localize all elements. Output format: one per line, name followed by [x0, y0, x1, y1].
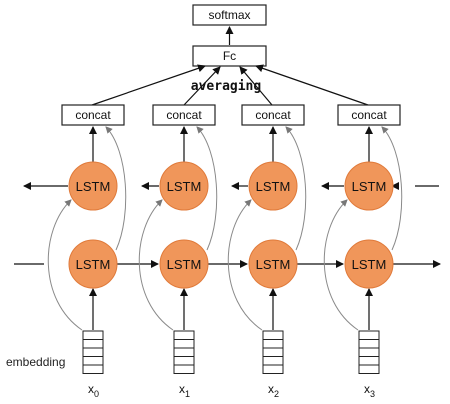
token-base: x	[364, 382, 370, 396]
embed1-to-backward-curve	[138, 199, 174, 331]
concat-node-1: concat	[152, 104, 216, 126]
token-subscript: 1	[185, 389, 190, 399]
embedding-cell	[358, 330, 380, 340]
lstm-bottom0-to-concat-curve	[105, 126, 127, 251]
embedding-cell	[262, 364, 284, 374]
concat1-to-fc-arrow	[183, 66, 221, 106]
lstm-forward-1: LSTM	[159, 239, 209, 289]
lstm-circle	[248, 161, 298, 211]
token-subscript: 3	[370, 389, 375, 399]
concat-label: concat	[166, 108, 202, 122]
embedding-cell	[173, 356, 195, 366]
lstm-label: LSTM	[76, 257, 111, 272]
input-token-0: x0	[88, 382, 99, 399]
fc-label: Fc	[223, 49, 236, 63]
embedding-label: embedding	[6, 355, 65, 369]
embedding-cell	[82, 330, 104, 340]
token-subscript: 0	[94, 389, 99, 399]
concat-box	[241, 104, 305, 126]
input-token-3: x3	[364, 382, 375, 399]
concat-node-0: concat	[61, 104, 125, 126]
softmax-box	[192, 4, 267, 26]
lstm-backward-2: LSTM	[248, 161, 298, 211]
lstm-backward-0: LSTM	[68, 161, 118, 211]
lstm-circle	[344, 161, 394, 211]
lstm-circle	[344, 239, 394, 289]
token-subscript: 2	[274, 389, 279, 399]
lstm-label: LSTM	[76, 179, 111, 194]
embed0-to-backward-curve	[47, 199, 83, 331]
concat-box	[337, 104, 401, 126]
averaging-label: averaging	[191, 79, 261, 94]
token-base: x	[179, 382, 185, 396]
embedding-cell	[262, 330, 284, 340]
fc-box	[192, 45, 267, 67]
concat-box	[152, 104, 216, 126]
concat3-to-fc-arrow	[255, 64, 369, 106]
embedding-cell	[173, 364, 195, 374]
lstm-label: LSTM	[256, 179, 291, 194]
lstm-backward-1: LSTM	[159, 161, 209, 211]
lstm-circle	[248, 239, 298, 289]
embedding-cell	[82, 364, 104, 374]
lstm-bottom2-to-concat-curve	[285, 126, 307, 251]
lstm-bottom3-to-concat-curve	[381, 126, 403, 251]
embedding-cell	[358, 347, 380, 357]
concat-node-2: concat	[241, 104, 305, 126]
concat-label: concat	[351, 108, 387, 122]
lstm-circle	[159, 239, 209, 289]
embedding-cell	[358, 356, 380, 366]
input-token-1: x1	[179, 382, 190, 399]
concat-box	[61, 104, 125, 126]
embedding-stack-0	[82, 330, 104, 374]
concat-node-3: concat	[337, 104, 401, 126]
token-base: x	[88, 382, 94, 396]
lstm-circle	[68, 161, 118, 211]
embedding-cell	[358, 339, 380, 349]
embedding-stack-3	[358, 330, 380, 374]
lstm-forward-3: LSTM	[344, 239, 394, 289]
lstm-label: LSTM	[352, 179, 387, 194]
embedding-cell	[173, 330, 195, 340]
embedding-cell	[173, 339, 195, 349]
token-base: x	[268, 382, 274, 396]
lstm-forward-2: LSTM	[248, 239, 298, 289]
lstm-label: LSTM	[352, 257, 387, 272]
embedding-cell	[82, 347, 104, 357]
embed2-to-backward-curve	[227, 199, 263, 331]
concat0-to-fc-arrow	[91, 64, 206, 106]
embedding-cell	[82, 339, 104, 349]
lstm-backward-3: LSTM	[344, 161, 394, 211]
lstm-forward-0: LSTM	[68, 239, 118, 289]
lstm-circle	[159, 161, 209, 211]
embedding-cell	[262, 356, 284, 366]
embedding-cell	[262, 339, 284, 349]
softmax-label: softmax	[208, 8, 250, 22]
lstm-circle	[68, 239, 118, 289]
lstm-label: LSTM	[167, 179, 202, 194]
concat2-to-fc-arrow	[239, 66, 273, 106]
embedding-cell	[262, 347, 284, 357]
lstm-bottom1-to-concat-curve	[196, 126, 218, 251]
embedding-stack-1	[173, 330, 195, 374]
embedding-cell	[82, 356, 104, 366]
lstm-label: LSTM	[256, 257, 291, 272]
lstm-label: LSTM	[167, 257, 202, 272]
embed3-to-backward-curve	[323, 199, 359, 331]
embedding-stack-2	[262, 330, 284, 374]
input-token-2: x2	[268, 382, 279, 399]
embedding-cell	[358, 364, 380, 374]
concat-label: concat	[75, 108, 111, 122]
embedding-cell	[173, 347, 195, 357]
concat-label: concat	[255, 108, 291, 122]
